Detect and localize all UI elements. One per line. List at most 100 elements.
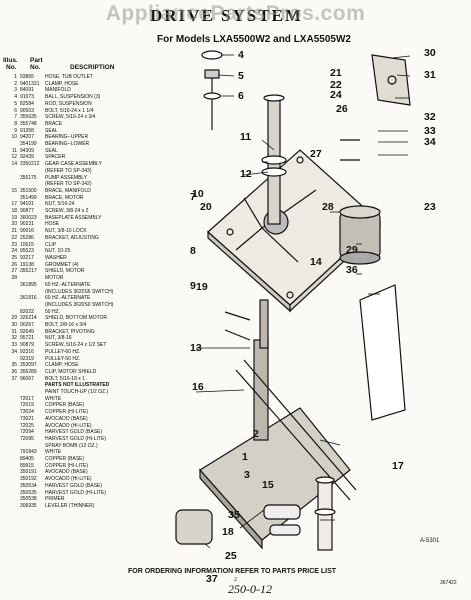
parts-description: SCREW, 5/16-24 x 3/4 [45,114,96,121]
parts-part-no: 72017 [20,395,34,402]
parts-part-no: 25286 [20,234,34,241]
parts-illus-no: 15 [11,187,17,194]
parts-row: (REFER TO SP-343) [3,168,171,175]
col-description-label: DESCRIPTION [70,64,115,71]
parts-description: BRACKET, PIVOTING [45,328,95,335]
parts-description: BRACKET, ADJUSTING [45,234,99,241]
parts-part-no: 353097 [20,362,37,369]
col-partno-label: No. [30,64,41,71]
parts-part-no: 355635 [20,114,37,121]
page-subtitle: For Models LXA5500W2 and LXA5505W2 [157,34,351,45]
parts-part-no: 82584 [20,100,34,107]
parts-description: HARVEST GOLD (HI-LITE) [45,435,106,442]
parts-description: SPRAY BOMB (12 OZ.) [45,442,98,449]
watermark: AppliancePartsPros.com [105,2,366,25]
callout-9: 9 [190,280,196,292]
parts-description: NUT, 3/8-16 LOCK [45,228,87,235]
parts-description: NUT, 3/8-16 [45,335,72,342]
parts-description: HARVEST GOLD (BASE) [45,482,103,489]
col-no-label: No. [6,64,17,71]
parts-part-no: 90016 [20,228,34,235]
callout-23: 23 [424,201,436,213]
callout-15: 15 [262,479,274,491]
parts-part-no: 91073 [20,94,34,101]
callout-6: 6 [238,90,244,102]
parts-description: PUMP ASSEMBLY [45,174,88,181]
parts-description: BEARING--LOWER [45,141,90,148]
parts-description: COPPER (HI-LITE) [45,409,89,416]
parts-row: SPRAY BOMB (12 OZ.) [3,443,171,450]
parts-part-no: 356289 [20,368,37,375]
parts-part-no: 3350212 [20,161,40,168]
parts-description: BRACE, MANIFOLD [45,187,91,194]
parts-illus-no: 36 [11,368,17,375]
parts-description: 60 HZ.-ALTERNATE [45,281,91,288]
parts-description: MANIFOLD [45,87,71,94]
parts-description: HOSE, TUB OUTLET [45,74,93,80]
parts-illus-no: 37 [11,375,17,382]
parts-description: SHIELD, MOTOR [45,268,85,275]
parts-part-no: 72094 [20,429,34,436]
parts-description: (INCLUDES 3620S6 SWITCH) [45,288,114,295]
parts-description: ROD, SUSPENSION [45,100,92,107]
parts-illus-no: 8 [14,120,17,127]
parts-illus-no: 24 [11,248,17,255]
callout-1: 1 [242,451,248,463]
callout-26: 26 [336,103,348,115]
callout-12: 12 [240,168,252,180]
parts-part-no: 355217 [20,268,37,275]
callout-32: 32 [424,111,436,123]
parts-illus-no: 20 [11,221,17,228]
parts-description: BOLT, 5/16-18 x 1 [45,375,85,382]
callout-17: 17 [392,460,404,472]
parts-description: NUT, 5/16-24 [45,201,75,208]
parts-part-no: 350192 [20,476,37,483]
parts-description: BALL, SUSPENSION (3) [45,94,101,101]
callout-29: 29 [346,244,358,256]
parts-description: PARTS NOT ILLUSTRATED [45,382,110,389]
callout-27: 27 [310,148,322,160]
parts-part-no: 92649 [20,328,34,335]
callout-24: 24 [330,89,342,101]
parts-illus-no: 28 [11,275,17,282]
ordering-footer: FOR ORDERING INFORMATION REFER TO PARTS … [127,568,337,575]
parts-description: PAINT TOUCH-UP (1/2 OZ.) [45,389,109,396]
parts-illus-no: 1 [14,74,17,80]
parts-illus-no: 4 [14,94,17,101]
parts-description: (REFER TO SP-342) [45,181,92,188]
callout-33: 33 [424,125,436,137]
callout-37: 37 [206,573,218,585]
parts-description: COPPER (BASE) [45,456,85,463]
parts-row: PAINT TOUCH-UP (1/2 OZ.) [3,389,171,396]
parts-description: WASHER [45,254,67,261]
callout-7: 7 [190,191,196,203]
parts-part-no: 73024 [20,409,34,416]
parts-description: BEARING--UPPER [45,134,89,141]
parts-part-no: 89915 [20,462,34,469]
parts-part-no: 350538 [20,496,37,503]
callout-18: 18 [222,526,234,538]
parts-part-no: 93217 [20,254,34,261]
parts-illus-no: 17 [11,201,17,208]
parts-description: HOSE [45,221,60,228]
